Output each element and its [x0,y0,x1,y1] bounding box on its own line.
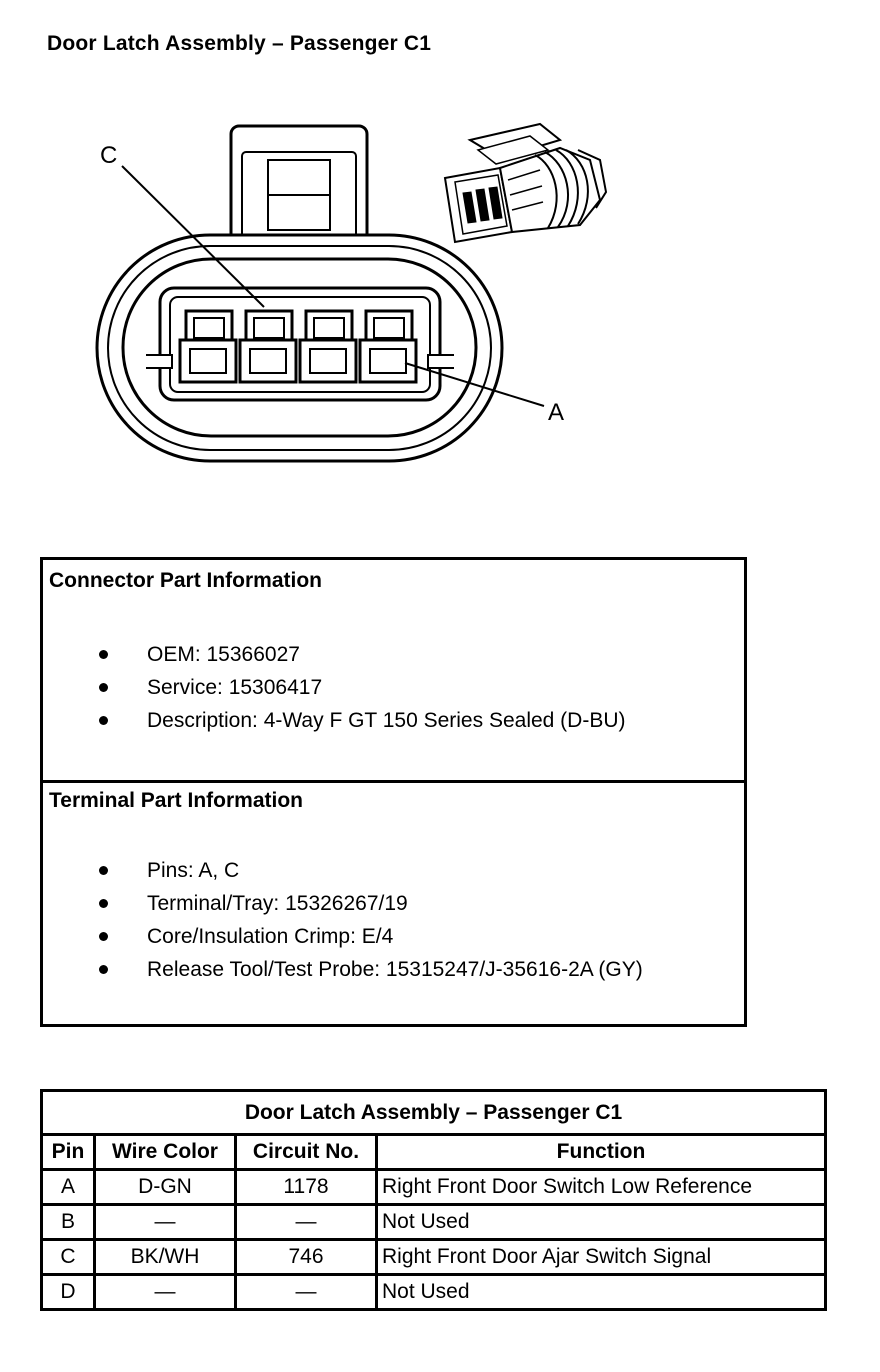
list-item: OEM: 15366027 [43,638,626,671]
connector-diagram: C A [95,122,608,463]
terminal-info-list: Pins: A, C Terminal/Tray: 15326267/19 Co… [43,854,643,986]
terminal-tray: Terminal/Tray: 15326267/19 [147,892,408,915]
connector-part-info: Connector Part Information OEM: 15366027… [43,560,744,783]
connector-lock-tab [229,124,369,250]
table-header-row: Pin Wire Color Circuit No. Function [40,1133,827,1171]
bullet-icon [99,965,108,974]
cell-pin: B [40,1203,96,1241]
bullet-icon [99,866,108,875]
cell-wire-color: — [93,1273,237,1311]
terminal-part-info: Terminal Part Information Pins: A, C Ter… [43,780,744,1025]
cell-pin: A [40,1168,96,1206]
cell-wire-color: BK/WH [93,1238,237,1276]
cell-circuit-no: — [234,1203,378,1241]
list-item: Release Tool/Test Probe: 15315247/J-3561… [43,953,643,986]
table-row: A D-GN 1178 Right Front Door Switch Low … [40,1168,827,1206]
table-row: D — — Not Used [40,1273,827,1311]
cell-wire-color: — [93,1203,237,1241]
connector-description: Description: 4-Way F GT 150 Series Seale… [147,709,626,732]
pin-label-a: A [548,399,564,426]
cell-function: Not Used [375,1273,827,1311]
column-header-function: Function [375,1133,827,1171]
cell-function: Not Used [375,1203,827,1241]
cavity-row-bottom [178,338,418,384]
table-caption-row: Door Latch Assembly – Passenger C1 [40,1089,827,1136]
column-header-circuit-no: Circuit No. [234,1133,378,1171]
pin-table: Door Latch Assembly – Passenger C1 Pin W… [40,1089,827,1311]
table-caption: Door Latch Assembly – Passenger C1 [40,1089,827,1136]
cell-circuit-no: 746 [234,1238,378,1276]
page-title: Door Latch Assembly – Passenger C1 [47,32,432,55]
list-item: Core/Insulation Crimp: E/4 [43,920,643,953]
list-item: Service: 15306417 [43,671,626,704]
list-item: Description: 4-Way F GT 150 Series Seale… [43,704,626,737]
list-item: Terminal/Tray: 15326267/19 [43,887,643,920]
leader-line-a [404,362,545,407]
cell-circuit-no: 1178 [234,1168,378,1206]
cell-function: Right Front Door Ajar Switch Signal [375,1238,827,1276]
terminal-crimp: Core/Insulation Crimp: E/4 [147,925,394,948]
table-row: C BK/WH 746 Right Front Door Ajar Switch… [40,1238,827,1276]
bullet-icon [99,932,108,941]
cell-function: Right Front Door Switch Low Reference [375,1168,827,1206]
table-row: B — — Not Used [40,1203,827,1241]
cell-wire-color: D-GN [93,1168,237,1206]
bullet-icon [99,650,108,659]
terminal-info-heading: Terminal Part Information [49,789,303,812]
terminal-release-tool: Release Tool/Test Probe: 15315247/J-3561… [147,958,643,981]
connector-3d-illustration [443,122,608,244]
part-info-box: Connector Part Information OEM: 15366027… [40,557,747,1027]
bullet-icon [99,683,108,692]
bullet-icon [99,716,108,725]
connector-info-heading: Connector Part Information [49,569,323,592]
connector-info-list: OEM: 15366027 Service: 15306417 Descript… [43,638,626,737]
column-header-wire-color: Wire Color [93,1133,237,1171]
connector-service: Service: 15306417 [147,676,323,699]
leader-line-c [121,165,265,308]
terminal-pins: Pins: A, C [147,859,240,882]
list-item: Pins: A, C [43,854,643,887]
column-header-pin: Pin [40,1133,96,1171]
connector-oem: OEM: 15366027 [147,643,300,666]
connector-cavities [178,309,418,384]
pin-label-c: C [100,142,117,169]
cell-pin: C [40,1238,96,1276]
cell-circuit-no: — [234,1273,378,1311]
bullet-icon [99,899,108,908]
cell-pin: D [40,1273,96,1311]
